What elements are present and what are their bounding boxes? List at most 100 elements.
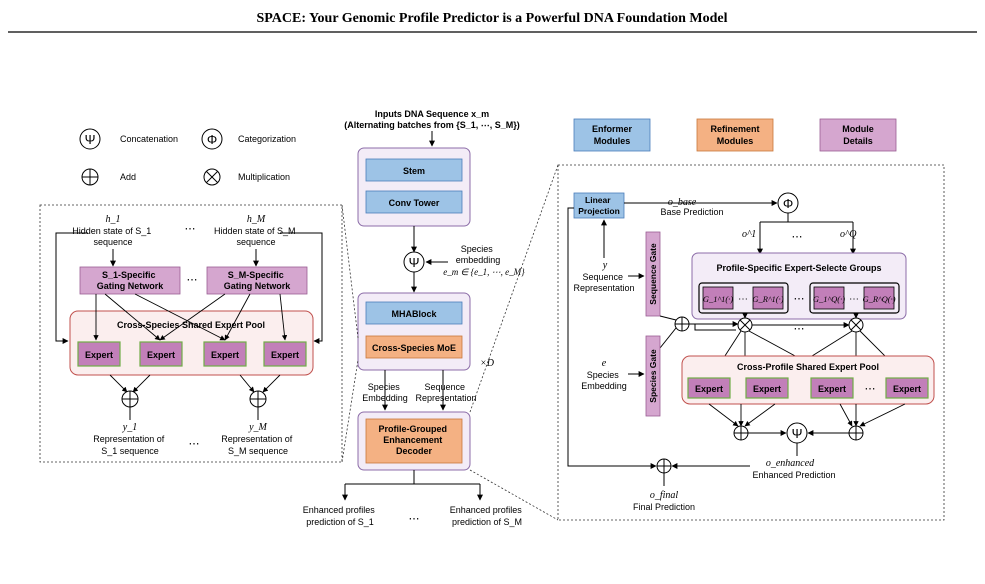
oenh-label: o_enhanced	[766, 458, 815, 469]
out-right-l1: Enhanced profiles	[450, 505, 523, 515]
right-add-1-icon	[733, 425, 749, 441]
right-expert-2	[745, 377, 789, 399]
stem-box	[365, 158, 463, 182]
svg-text:Hidden state of S_M sequen: Hidden state of S_M sequence	[214, 226, 298, 247]
categorize-label: Categorization	[238, 134, 296, 144]
decoder-l3: Decoder	[396, 446, 433, 456]
legend-enformer-l1: Enformer	[592, 124, 633, 134]
svg-text:Linear Projection: Linear Projection	[578, 195, 620, 216]
concat-icon	[79, 128, 101, 150]
right-species-l2: Embedding	[581, 381, 627, 391]
right-expert-1-label: Expert	[695, 384, 723, 394]
yM-desc-l1: Representation of	[221, 434, 293, 444]
yM-label: y_M	[248, 422, 267, 433]
left-expert-3-label: Expert	[211, 350, 239, 360]
conv-tower-label: Conv Tower	[389, 198, 440, 208]
add-icon	[81, 168, 99, 186]
svg-text:S_1-Specific Gating Networ: S_1-Specific Gating Network	[97, 270, 165, 291]
base-pred-label: Base Prediction	[660, 207, 723, 217]
left-pool-title: Cross-Species Shared Expert Pool	[117, 320, 265, 330]
g1Q-box	[813, 286, 845, 310]
concat-label: Concatenation	[120, 134, 178, 144]
svg-text:S_M-Specific Gating Networ: S_M-Specific Gating Network	[224, 270, 292, 291]
legend-refinement-box	[696, 118, 774, 152]
h1-desc-l2: sequence	[93, 237, 132, 247]
gRQ-label: G_R^Q(·)	[862, 294, 895, 304]
decoder-l2: Enhancement	[383, 435, 442, 445]
svg-text:Enhanced profiles predicti: Enhanced profiles prediction of S_M	[450, 505, 525, 527]
legend-module-l1: Module	[842, 124, 874, 134]
g11-label: G_1^1(·)	[703, 294, 733, 304]
legend-module-l2: Details	[843, 136, 873, 146]
out-left-l1: Enhanced profiles	[303, 505, 376, 515]
left-add-1-icon	[121, 390, 139, 408]
moe-box	[365, 335, 463, 359]
right-add-gate-icon	[674, 316, 690, 332]
left-expert-4-label: Expert	[271, 350, 299, 360]
gate-dots: ⋯	[187, 274, 198, 286]
right-expert-4-label: Expert	[893, 384, 921, 394]
right-pool-dots: ⋯	[865, 383, 876, 395]
gate1-l2: Gating Network	[97, 281, 165, 291]
gateM-box	[206, 266, 308, 295]
linear-l1: Linear	[585, 195, 611, 205]
out-left-l2: prediction of S_1	[306, 517, 374, 527]
species-gate-box	[645, 335, 661, 417]
sequence-gate-label: Sequence Gate	[648, 243, 658, 305]
mha-label: MHABlock	[391, 309, 437, 319]
center-species-l2: Embedding	[362, 393, 408, 403]
final-pred-label: Final Prediction	[633, 502, 695, 512]
decoder-l1: Profile-Grouped	[378, 424, 447, 434]
h-dots: ⋯	[185, 223, 196, 235]
svg-text:Species Embedding: Species Embedding	[581, 370, 627, 391]
categorize-icon	[201, 128, 223, 150]
gR1-box	[752, 286, 784, 310]
concat-symbol: Ψ	[85, 132, 96, 147]
svg-text:Representation of S_M sequ: Representation of S_M sequence	[221, 434, 295, 456]
center-species-l1: Species	[368, 382, 401, 392]
left-expert-1-label: Expert	[85, 350, 113, 360]
legend-enformer-box	[573, 118, 651, 152]
right-phi: Φ	[783, 196, 793, 211]
o1-label: o^1	[742, 229, 756, 240]
gRQ-box	[863, 286, 895, 310]
left-expert-2	[139, 341, 183, 367]
y1-desc-l1: Representation of	[93, 434, 165, 444]
linear-l2: Projection	[578, 206, 620, 216]
left-expert-3	[203, 341, 247, 367]
obase-label: o_base	[668, 197, 697, 208]
g1Q-label: G_1^Q(·)	[813, 294, 845, 304]
gate1-l1: S_1-Specific	[102, 270, 156, 280]
o-dots: ⋯	[792, 231, 803, 243]
legend-refinement-l1: Refinement	[710, 124, 759, 134]
right-species-l1: Species	[587, 370, 620, 380]
stem-label: Stem	[403, 166, 425, 176]
right-expert-3-label: Expert	[818, 384, 846, 394]
sequence-gate-box	[645, 231, 661, 317]
right-expert-3	[810, 377, 854, 399]
out-dots: ⋯	[409, 513, 420, 525]
right-pool-title: Cross-Profile Shared Expert Pool	[737, 362, 879, 372]
right-psi: Ψ	[792, 426, 803, 441]
left-expert-1	[77, 341, 121, 367]
gl-dots: ⋯	[738, 294, 748, 305]
g11-box	[702, 286, 734, 310]
left-expert-4	[263, 341, 307, 367]
categorize-symbol: Φ	[207, 132, 217, 147]
legend-refinement-l2: Modules	[717, 136, 754, 146]
left-expert-2-label: Expert	[147, 350, 175, 360]
gate1-box	[79, 266, 181, 295]
hM-desc-l2: sequence	[236, 237, 275, 247]
page-title: SPACE: Your Genomic Profile Predictor is…	[256, 11, 727, 26]
left-add-2-icon	[249, 390, 267, 408]
legend-enformer-l2: Modules	[594, 136, 631, 146]
moe-label: Cross-Species MoE	[372, 343, 456, 353]
input-title: Inputs DNA Sequence x_m	[375, 109, 489, 119]
h1-desc-l1: Hidden state of S_1	[72, 226, 151, 236]
left-detail-panel	[39, 204, 343, 463]
center-seqrep-l2: Representation	[415, 393, 476, 403]
final-add-icon	[656, 458, 672, 474]
